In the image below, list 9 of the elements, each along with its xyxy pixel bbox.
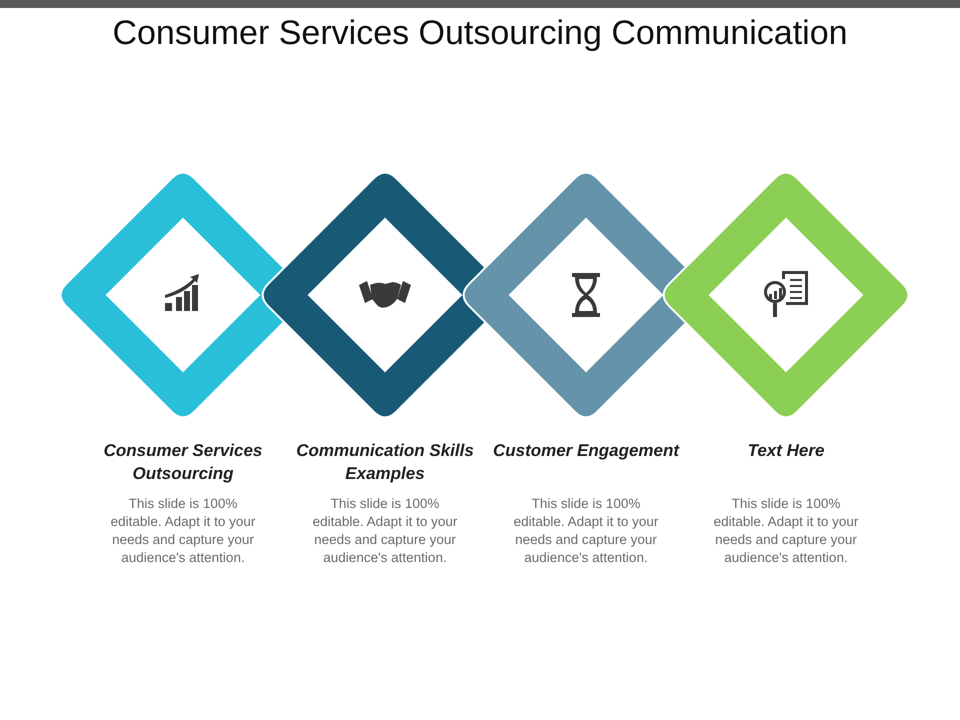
item-heading: Text Here — [746, 440, 826, 462]
item-description: This slide is 100% editable. Adapt it to your needs and capture your audience's attention. — [512, 495, 660, 567]
item-heading: Customer Engagement — [492, 440, 680, 462]
item-heading: Communication Skills Examples — [295, 440, 475, 485]
item-description: This slide is 100% editable. Adapt it to your needs and capture your audience's attention. — [110, 495, 256, 567]
item-description: This slide is 100% editable. Adapt it to your needs and capture your audience's attention. — [712, 495, 860, 567]
slide-title: Consumer Services Outsourcing Communication — [111, 14, 849, 53]
item-heading: Consumer Services Outsourcing — [102, 440, 264, 485]
item-description: This slide is 100% editable. Adapt it to your needs and capture your audience's attention. — [312, 495, 458, 567]
